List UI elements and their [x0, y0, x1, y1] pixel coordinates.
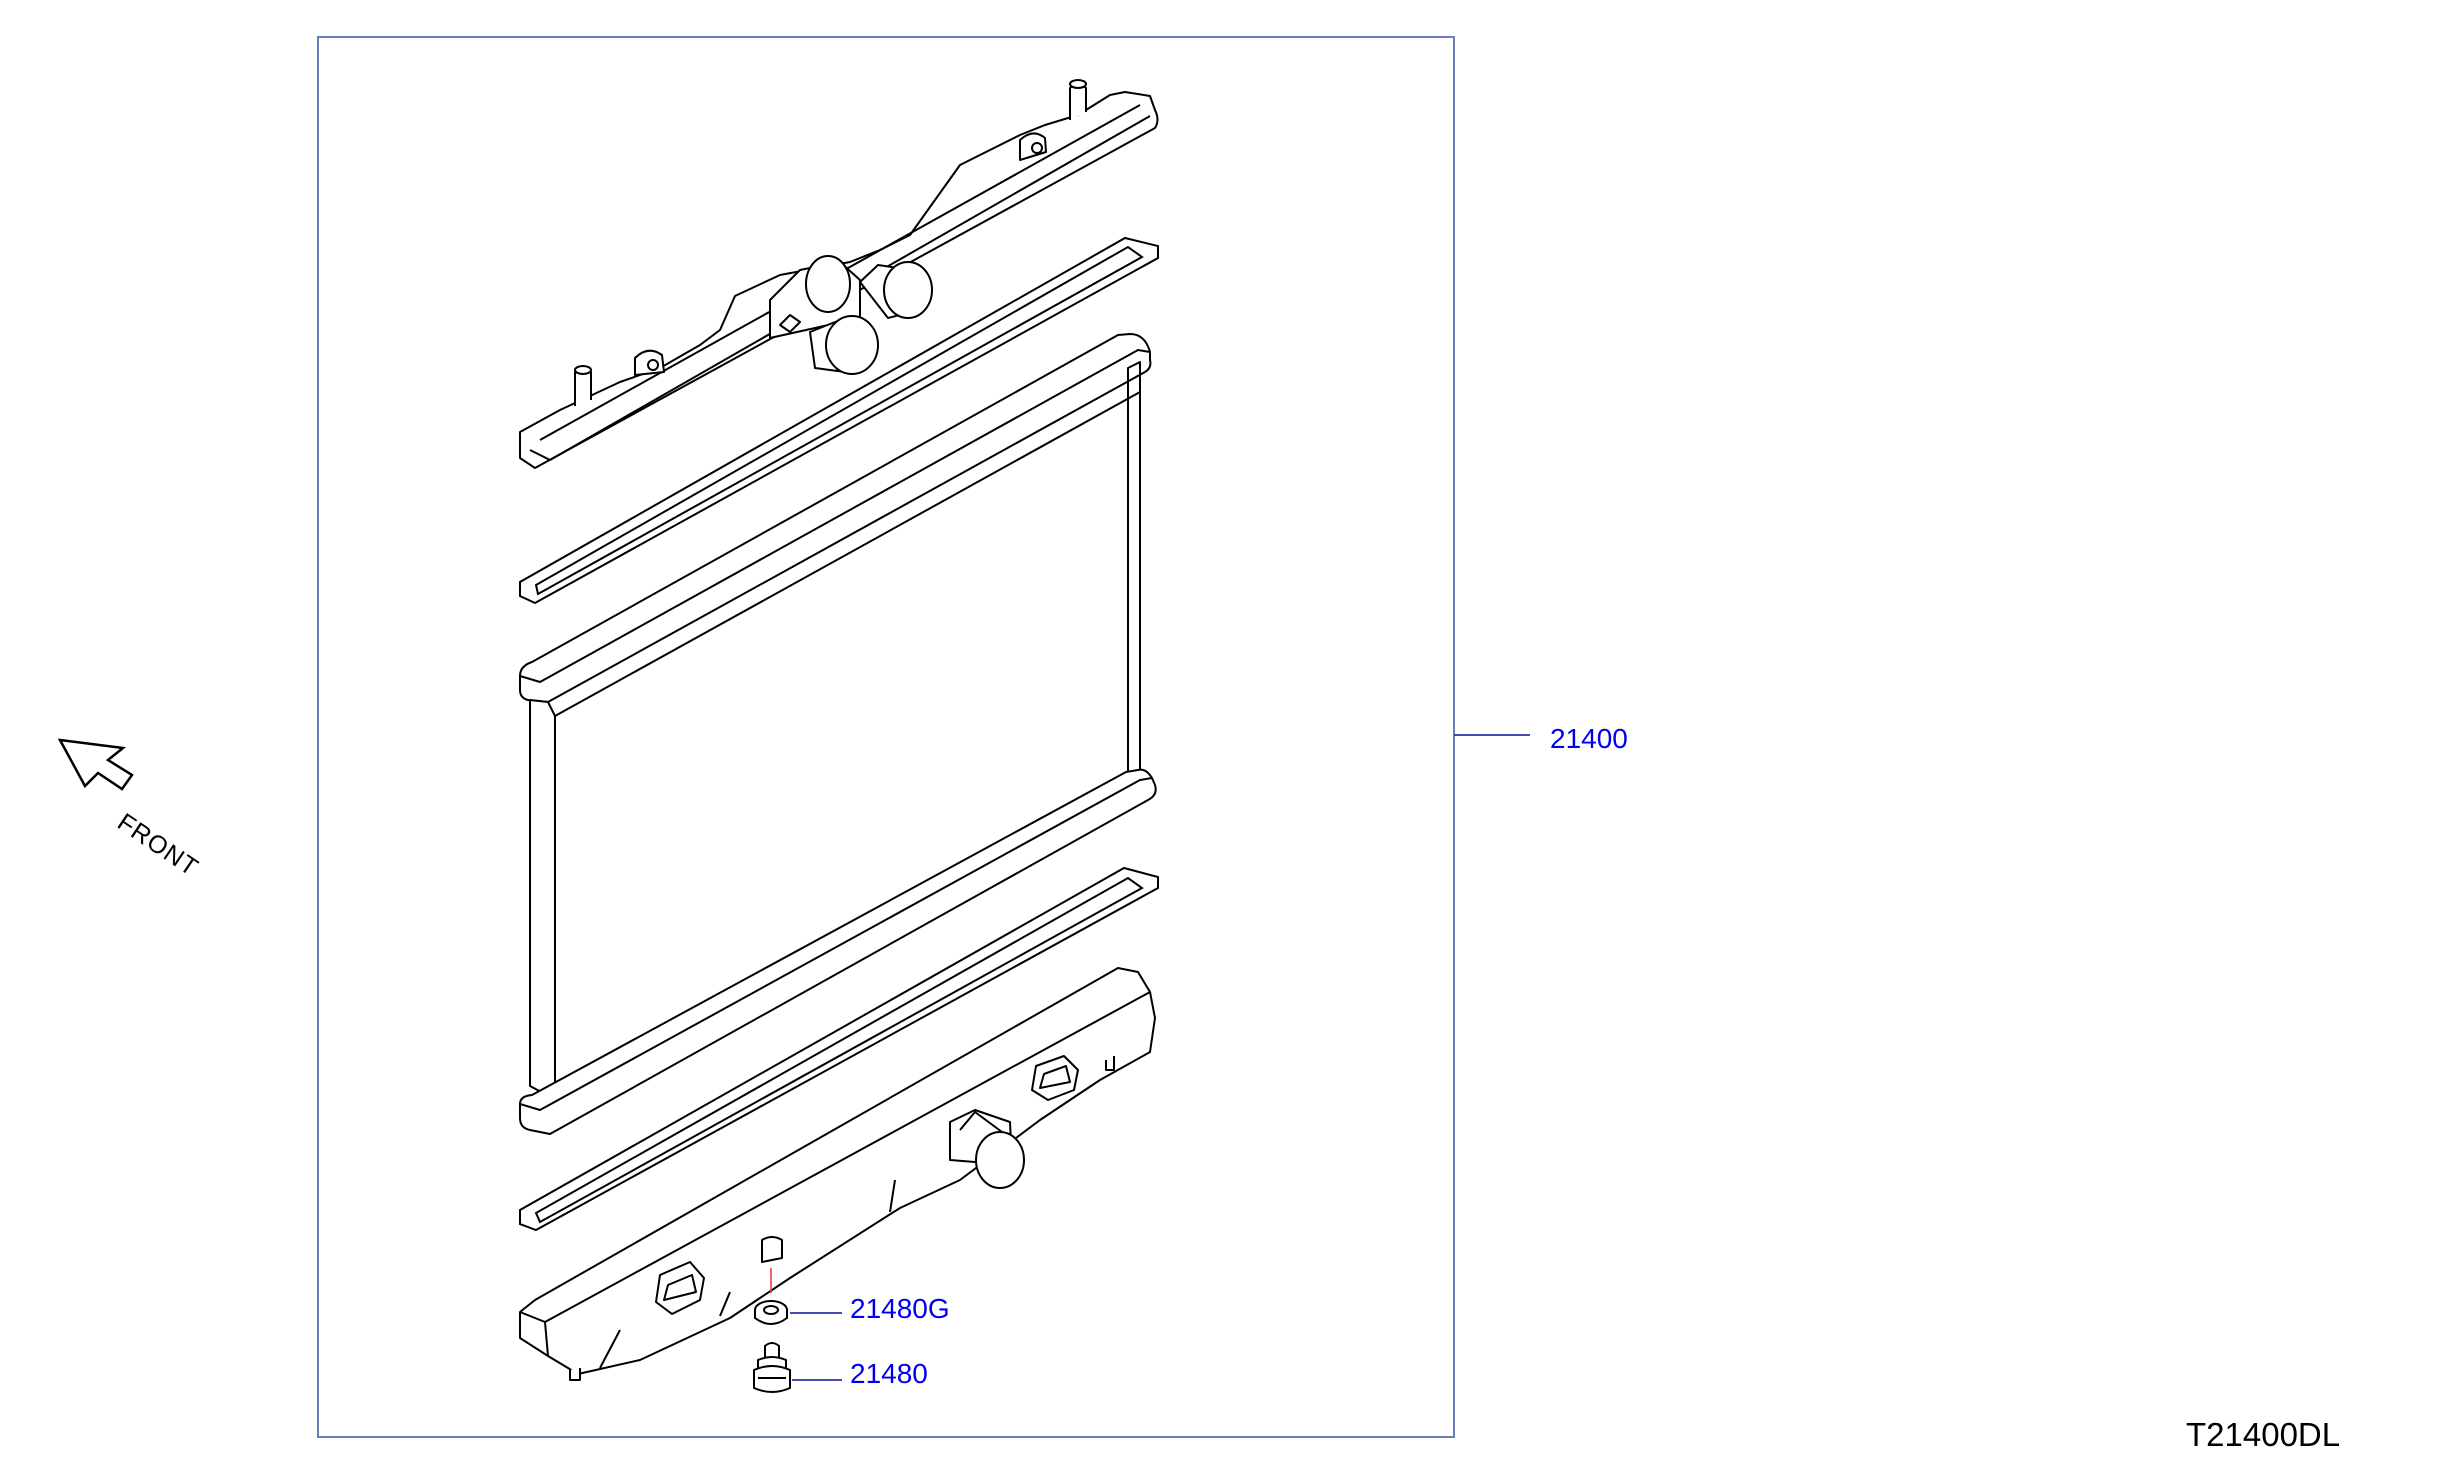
drain-plug: [753, 1342, 791, 1393]
assembly-frame: [317, 36, 1455, 1438]
upper-tank: [519, 79, 1159, 469]
callout-21400[interactable]: 21400: [1550, 723, 1628, 754]
diagram-code: T21400DL: [2186, 1416, 2341, 1453]
front-arrow-icon: [57, 738, 134, 791]
callout-21480[interactable]: 21480: [850, 1358, 928, 1389]
drain-plug-seal: [754, 1268, 788, 1325]
radiator-core: [519, 333, 1157, 1135]
callout-21480g[interactable]: 21480G: [850, 1293, 950, 1324]
lower-gasket: [519, 866, 1159, 1232]
lower-tank: [519, 967, 1156, 1381]
upper-gasket: [519, 236, 1159, 605]
